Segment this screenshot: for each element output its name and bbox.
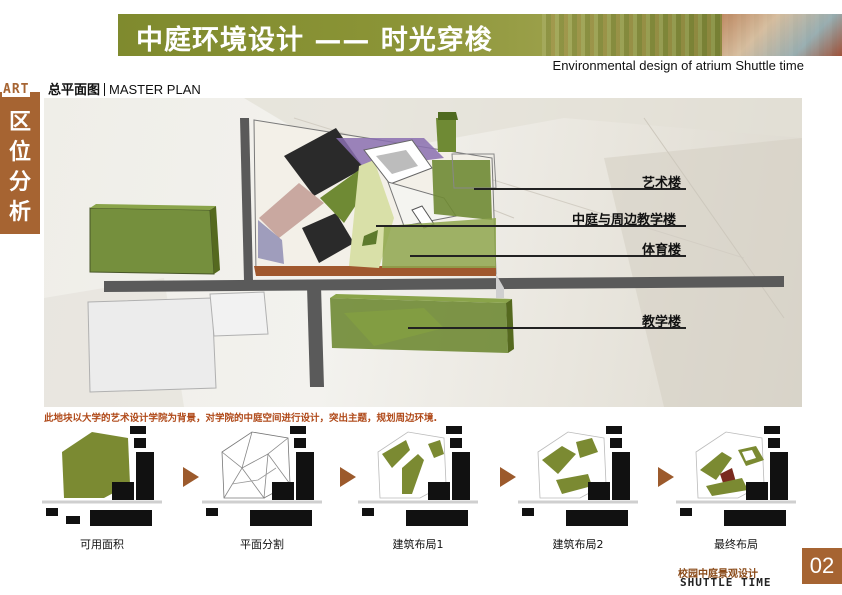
label-gym: 体育楼 [642, 243, 682, 258]
diagram-available-area [42, 424, 162, 526]
side-tab-characters: 区 位 分 析 [0, 108, 40, 228]
master-plan [44, 98, 802, 407]
side-tab-char: 分 [8, 170, 31, 195]
page-number-badge: 02 [802, 548, 842, 584]
label-teaching-building: 教学楼 [642, 315, 682, 330]
leader-line-gym [410, 255, 686, 257]
diagram-final-layout-drawing [676, 426, 796, 526]
section-side-tab: ART 区 位 分 析 [0, 82, 40, 234]
label-atrium-buildings: 中庭与周边教学楼 [572, 213, 677, 228]
section-title-cn: 总平面图 [48, 83, 101, 98]
leader-line-teaching [408, 327, 686, 329]
banner-photo [722, 14, 842, 56]
side-tab-art-label: ART [2, 82, 31, 97]
diagram-final-layout [676, 424, 796, 526]
page-title: 中庭环境设计 —— 时光穿梭 [136, 25, 493, 56]
diagram-building-layout-1-drawing [358, 426, 478, 526]
intro-text: 此地块以大学的艺术设计学院为背景，对学院的中庭空间进行设计，突出主题，规划周边环… [44, 413, 438, 424]
diagram-caption: 建筑布局2 [552, 538, 604, 551]
diagram-building-layout-2-drawing [518, 426, 638, 526]
footer-title-cn: 校园中庭景观设计 [678, 569, 758, 580]
section-heading: 总平面图 MASTER PLAN [48, 79, 201, 98]
diagram-caption: 可用面积 [80, 538, 124, 551]
title-banner: 中庭环境设计 —— 时光穿梭 [118, 14, 842, 56]
diagram-building-layout-1 [358, 424, 478, 526]
diagram-plane-division [202, 424, 322, 526]
diagram-plane-division-drawing [202, 426, 322, 526]
side-tab-char: 析 [8, 200, 31, 225]
section-title-en: MASTER PLAN [109, 82, 201, 97]
diagram-caption: 平面分割 [240, 538, 284, 551]
master-plan-drawing [44, 98, 802, 407]
arrow-right-icon [183, 467, 199, 487]
heading-divider [104, 83, 106, 96]
side-tab-char: 位 [8, 140, 31, 165]
diagram-building-layout-2 [518, 424, 638, 526]
page-subtitle: Environmental design of atrium Shuttle t… [552, 58, 804, 73]
diagram-caption: 最终布局 [714, 538, 758, 551]
leader-line-art-building [474, 188, 686, 190]
footer-title-en: SHUTTLE TIME [680, 576, 772, 589]
diagram-available-area-drawing [42, 426, 162, 526]
arrow-right-icon [500, 467, 516, 487]
arrow-right-icon [658, 467, 674, 487]
side-tab-char: 区 [8, 110, 31, 135]
arrow-right-icon [340, 467, 356, 487]
label-art-building: 艺术楼 [642, 176, 682, 191]
diagram-caption: 建筑布局1 [392, 538, 444, 551]
leader-line-atrium [376, 225, 686, 227]
